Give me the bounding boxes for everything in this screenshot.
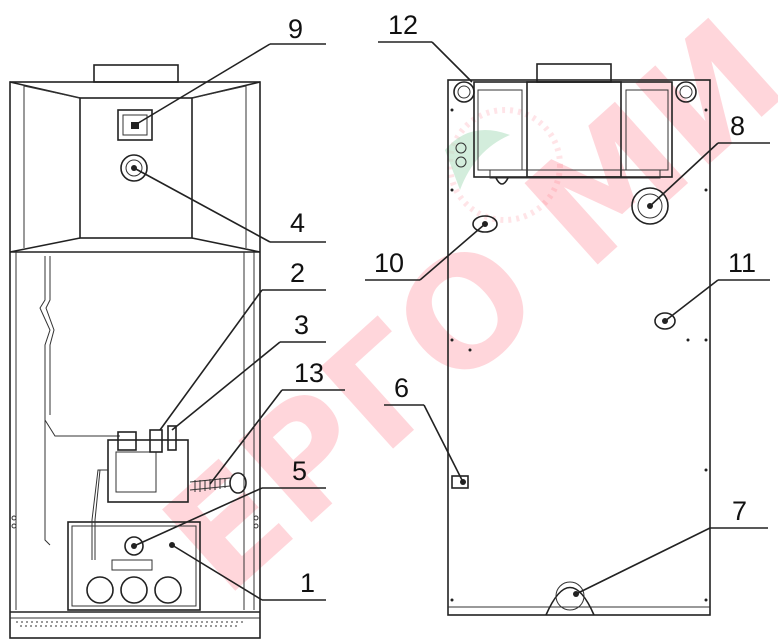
callout-7: 7	[732, 496, 747, 526]
spring-hose	[189, 472, 247, 494]
callout-1: 1	[300, 568, 315, 598]
base-grille	[14, 617, 246, 627]
callout-3: 3	[294, 310, 309, 340]
callout-12: 12	[388, 10, 418, 40]
callout-11: 11	[728, 248, 756, 278]
callout-9: 9	[288, 14, 303, 44]
callout-4: 4	[290, 208, 305, 238]
callout-labels: 9 4 2 3 13 5 1 12 8 10 11 6 7	[288, 10, 756, 598]
callout-5: 5	[292, 456, 307, 486]
callout-13: 13	[294, 358, 324, 388]
callout-10: 10	[374, 248, 404, 278]
leader-lines	[133, 41, 770, 601]
front-view	[9, 64, 261, 639]
callout-6: 6	[394, 373, 409, 403]
watermark-text: ЕРГО МИ	[133, 0, 778, 627]
callout-2: 2	[290, 258, 305, 288]
watermark-logo	[445, 107, 563, 223]
callout-8: 8	[730, 111, 745, 141]
